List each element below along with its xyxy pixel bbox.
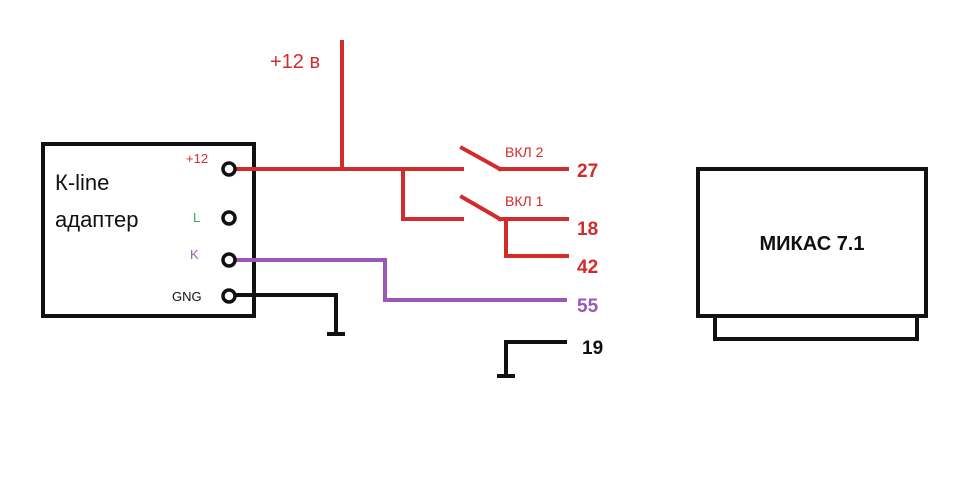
pin-42-label: 42 [577,257,598,278]
pin-label-gnd: GNG [172,289,202,304]
terminal-gnd [221,288,237,304]
adapter-title-line2: адаптер [55,207,139,232]
k-line-wire [236,258,567,302]
pin-label-plus12: +12 [186,151,208,166]
pin-18-label: 18 [577,219,598,240]
pin-27-label: 27 [577,161,598,182]
k-line-adapter-box [41,142,256,318]
switch-1-label: ВКЛ 1 [505,193,544,209]
switch-2-contact [459,145,503,172]
pin-label-k: K [190,247,199,262]
pin-19-ground-wire [504,340,567,376]
pin-55-label: 55 [577,296,599,317]
adapter-title-line1: К-line [55,170,109,195]
ecu-box [696,167,928,318]
adapter-ground-wire [236,293,338,334]
switch-1-contact [459,194,503,222]
pin-19-label: 19 [582,338,603,359]
terminal-plus12 [221,161,237,177]
terminal-k [221,252,237,268]
terminal-l [221,210,237,226]
switch-2-label: ВКЛ 2 [505,144,544,160]
supply-label: +12 в [270,51,320,73]
ecu-label: МИКАС 7.1 [760,233,865,255]
pin-label-l: L [193,210,200,225]
